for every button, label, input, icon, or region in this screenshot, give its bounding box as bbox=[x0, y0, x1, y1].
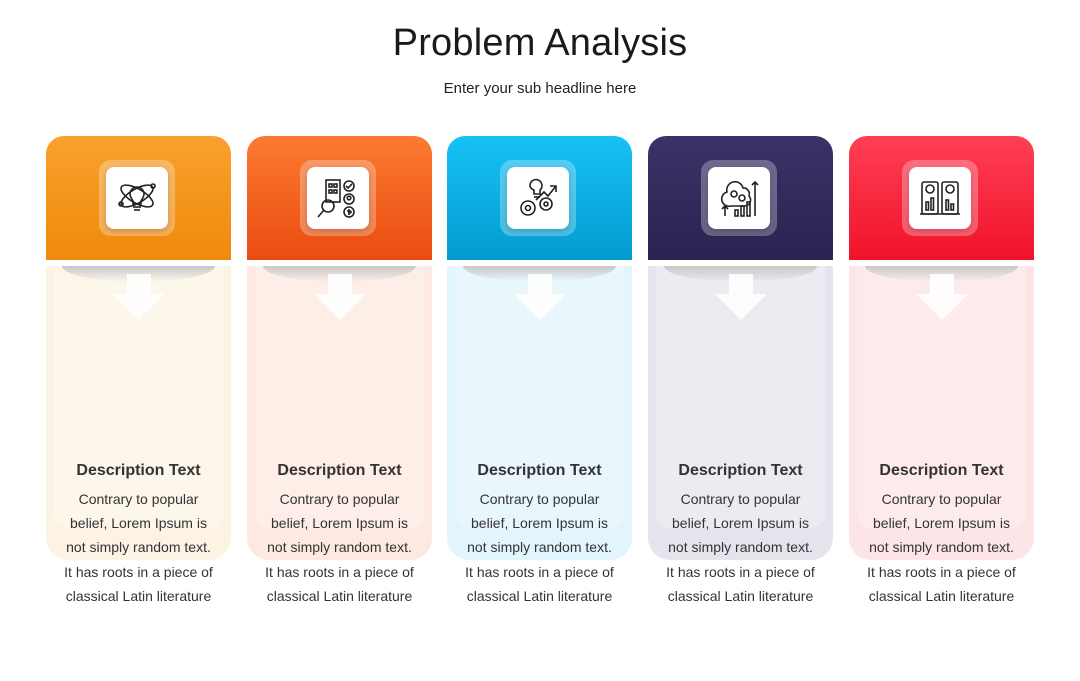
ab-testing-icon bbox=[909, 167, 971, 229]
idea-growth-gears-icon bbox=[507, 167, 569, 229]
card-heading: Description Text bbox=[678, 462, 803, 479]
card-4: Description Text Contrary to popular bel… bbox=[648, 136, 833, 677]
card-description: Contrary to popular belief, Lorem Ipsum … bbox=[64, 491, 213, 604]
arrow-right-icon bbox=[709, 645, 770, 677]
card-header bbox=[247, 136, 432, 260]
arrow-down-icon bbox=[916, 274, 968, 320]
card-body: Description Text Contrary to popular bel… bbox=[447, 266, 632, 677]
card-description: Contrary to popular belief, Lorem Ipsum … bbox=[867, 491, 1016, 604]
arrow-right-icon bbox=[107, 645, 168, 677]
page-title: Problem Analysis bbox=[392, 22, 688, 64]
business-analysis-icon bbox=[307, 167, 369, 229]
card-body: Description Text Contrary to popular bel… bbox=[849, 266, 1034, 677]
card-header bbox=[447, 136, 632, 260]
card-heading: Description Text bbox=[76, 462, 201, 479]
page-subtitle: Enter your sub headline here bbox=[443, 80, 637, 97]
arrow-down-icon bbox=[113, 274, 165, 320]
card-heading: Description Text bbox=[477, 462, 602, 479]
arrow-down-icon bbox=[514, 274, 566, 320]
card-description: Contrary to popular belief, Lorem Ipsum … bbox=[265, 491, 414, 604]
card-header bbox=[648, 136, 833, 260]
card-body: Description Text Contrary to popular bel… bbox=[247, 266, 432, 677]
card-body: Description Text Contrary to popular bel… bbox=[648, 266, 833, 677]
card-header bbox=[46, 136, 231, 260]
science-bulb-icon bbox=[106, 167, 168, 229]
card-heading: Description Text bbox=[879, 462, 1004, 479]
arrow-right-icon bbox=[308, 645, 369, 677]
brain-gears-growth-icon bbox=[708, 167, 770, 229]
card-heading: Description Text bbox=[277, 462, 402, 479]
card-header bbox=[849, 136, 1034, 260]
arrow-down-icon bbox=[715, 274, 767, 320]
arrow-right-icon bbox=[910, 645, 971, 677]
card-body: Description Text Contrary to popular bel… bbox=[46, 266, 231, 677]
card-1: Description Text Contrary to popular bel… bbox=[46, 136, 231, 677]
arrow-down-icon bbox=[314, 274, 366, 320]
card-description: Contrary to popular belief, Lorem Ipsum … bbox=[465, 491, 614, 604]
card-2: Description Text Contrary to popular bel… bbox=[247, 136, 432, 677]
arrow-right-icon bbox=[508, 645, 569, 677]
card-3: Description Text Contrary to popular bel… bbox=[447, 136, 632, 677]
card-description: Contrary to popular belief, Lorem Ipsum … bbox=[666, 491, 815, 604]
card-5: Description Text Contrary to popular bel… bbox=[849, 136, 1034, 677]
